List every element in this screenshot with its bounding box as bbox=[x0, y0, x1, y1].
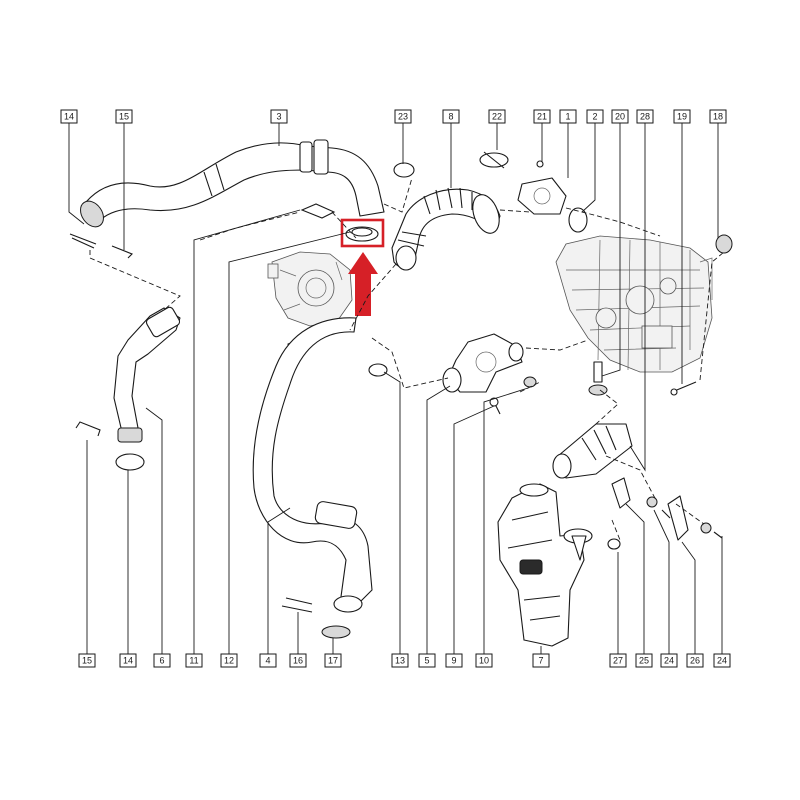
engine-block bbox=[555, 235, 713, 373]
air-filter-housing-7 bbox=[497, 483, 593, 647]
svg-text:2: 2 bbox=[592, 112, 597, 122]
svg-text:24: 24 bbox=[717, 656, 727, 666]
assembly-guides bbox=[89, 177, 725, 541]
callout-15-top: 15 bbox=[115, 109, 133, 124]
pipe-4 bbox=[252, 317, 373, 639]
svg-text:17: 17 bbox=[328, 656, 338, 666]
callout-17: 17 bbox=[324, 653, 342, 668]
svg-text:19: 19 bbox=[677, 112, 687, 122]
callout-25: 25 bbox=[635, 653, 653, 668]
svg-text:6: 6 bbox=[159, 656, 164, 666]
nut-10 bbox=[523, 376, 537, 388]
callout-12: 12 bbox=[220, 653, 238, 668]
svg-text:3: 3 bbox=[276, 112, 281, 122]
callout-8: 8 bbox=[442, 109, 460, 124]
callout-27: 27 bbox=[609, 653, 627, 668]
callout-16: 16 bbox=[289, 653, 307, 668]
callout-14-bottom: 14 bbox=[119, 653, 137, 668]
callout-3: 3 bbox=[270, 109, 288, 124]
callouts-top: 14 15 3 23 8 22 21 1 2 20 28 19 18 bbox=[60, 109, 727, 124]
svg-text:4: 4 bbox=[265, 656, 270, 666]
callout-9: 9 bbox=[445, 653, 463, 668]
sensor-assembly bbox=[517, 160, 588, 233]
callout-2: 2 bbox=[586, 109, 604, 124]
svg-text:15: 15 bbox=[82, 656, 92, 666]
svg-text:1: 1 bbox=[565, 112, 570, 122]
svg-text:9: 9 bbox=[451, 656, 456, 666]
svg-text:14: 14 bbox=[123, 656, 133, 666]
callout-18: 18 bbox=[709, 109, 727, 124]
svg-text:28: 28 bbox=[640, 112, 650, 122]
washer-24-a bbox=[646, 496, 658, 508]
callout-11: 11 bbox=[185, 653, 203, 668]
callout-13: 13 bbox=[391, 653, 409, 668]
callout-28: 28 bbox=[636, 109, 654, 124]
clip-14-top bbox=[69, 233, 97, 249]
clip-15-top bbox=[111, 245, 133, 259]
svg-text:24: 24 bbox=[664, 656, 674, 666]
svg-text:12: 12 bbox=[224, 656, 234, 666]
callout-6: 6 bbox=[153, 653, 171, 668]
svg-text:27: 27 bbox=[613, 656, 623, 666]
duct-28 bbox=[552, 423, 633, 479]
bracket-26 bbox=[667, 495, 689, 541]
callout-7: 7 bbox=[532, 653, 550, 668]
svg-text:20: 20 bbox=[615, 112, 625, 122]
svg-text:7: 7 bbox=[538, 656, 543, 666]
svg-text:5: 5 bbox=[424, 656, 429, 666]
highlight-arrow bbox=[348, 252, 378, 316]
callout-21: 21 bbox=[533, 109, 551, 124]
gasket-11 bbox=[300, 203, 336, 219]
svg-text:11: 11 bbox=[189, 656, 198, 666]
cap-18 bbox=[715, 234, 733, 254]
callout-22: 22 bbox=[488, 109, 506, 124]
housing-5 bbox=[442, 333, 524, 393]
washer-24-b bbox=[700, 522, 712, 534]
grommet-27 bbox=[607, 538, 621, 550]
callout-10: 10 bbox=[475, 653, 493, 668]
callouts-bottom: 15 14 6 11 12 4 16 17 13 5 9 10 7 27 25 … bbox=[78, 653, 731, 668]
callout-5: 5 bbox=[418, 653, 436, 668]
bracket-25 bbox=[611, 477, 631, 509]
callout-14-top: 14 bbox=[60, 109, 78, 124]
duct-8 bbox=[391, 187, 501, 271]
callout-26: 26 bbox=[686, 653, 704, 668]
callout-4: 4 bbox=[259, 653, 277, 668]
svg-text:21: 21 bbox=[537, 112, 547, 122]
svg-text:14: 14 bbox=[64, 112, 74, 122]
clip-15-bottom bbox=[75, 421, 101, 437]
svg-text:22: 22 bbox=[492, 112, 502, 122]
pipe-6 bbox=[113, 306, 181, 471]
sensor-20 bbox=[588, 361, 608, 396]
svg-text:26: 26 bbox=[690, 656, 700, 666]
clamp-23 bbox=[393, 162, 415, 178]
callout-15-bottom: 15 bbox=[78, 653, 96, 668]
highlight-box bbox=[340, 218, 385, 248]
leader-lines bbox=[68, 122, 723, 654]
svg-text:10: 10 bbox=[479, 656, 489, 666]
pipe-3 bbox=[80, 139, 385, 228]
callout-1: 1 bbox=[559, 109, 577, 124]
svg-text:15: 15 bbox=[119, 112, 129, 122]
svg-text:16: 16 bbox=[293, 656, 303, 666]
svg-text:18: 18 bbox=[713, 112, 723, 122]
callout-24-a: 24 bbox=[660, 653, 678, 668]
callout-20: 20 bbox=[611, 109, 629, 124]
highlighted-seal bbox=[340, 218, 385, 316]
clamp-13 bbox=[368, 363, 388, 377]
callout-23: 23 bbox=[394, 109, 412, 124]
callout-19: 19 bbox=[673, 109, 691, 124]
svg-text:13: 13 bbox=[395, 656, 405, 666]
svg-text:25: 25 bbox=[639, 656, 649, 666]
callout-24-b: 24 bbox=[713, 653, 731, 668]
svg-text:8: 8 bbox=[448, 112, 453, 122]
svg-text:23: 23 bbox=[398, 112, 408, 122]
